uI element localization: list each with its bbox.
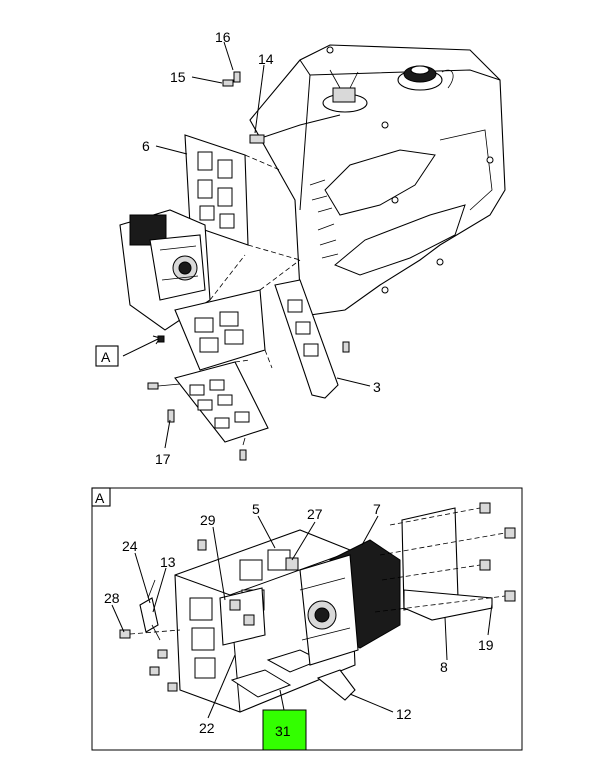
callout-22: 22: [199, 720, 215, 736]
filler-cap-icon: [397, 65, 454, 91]
callout-24: 24: [122, 538, 138, 554]
callout-31[interactable]: 31: [275, 723, 291, 739]
bolt-28-icon: [119, 629, 131, 639]
motor-7: [299, 539, 401, 666]
callout-17: 17: [155, 451, 171, 467]
detail-frame-label-box: [91, 487, 111, 507]
view-a-label: A: [101, 349, 111, 365]
callout-8: 8: [440, 659, 448, 675]
highlight-box-31[interactable]: [262, 709, 307, 751]
callout-28: 28: [104, 590, 120, 606]
callout-27: 27: [307, 506, 323, 522]
cover-plate-8: [401, 507, 493, 621]
mounting-plate-upper: [174, 289, 266, 371]
callout-3: 3: [373, 379, 381, 395]
bolts-lower: [147, 341, 350, 461]
callout-6: 6: [142, 138, 150, 154]
motor-assembly-upper: [119, 209, 211, 331]
housing-bolts: [309, 46, 494, 294]
lower-bracket-plate: [174, 361, 269, 443]
bolt-15-icon: [222, 79, 234, 87]
housing-cutout-upper: [324, 149, 436, 216]
part-27-icon: [285, 557, 299, 571]
switch-24-13: [139, 579, 161, 641]
clamp-12: [316, 669, 356, 701]
callout-5: 5: [252, 501, 260, 517]
detail-frame: [91, 487, 523, 751]
callout-15: 15: [170, 69, 186, 85]
bolt-16-icon: [233, 71, 241, 83]
upper-assembly: 16 15 14 6 3 17 A: [95, 29, 506, 467]
strap-3: [274, 279, 339, 399]
long-bolts-19: [374, 502, 516, 613]
callout-29: 29: [200, 512, 216, 528]
detail-view-a: A: [91, 487, 523, 751]
bolt-17-icon: [167, 409, 175, 423]
relay-bracket-29: [219, 587, 266, 646]
callout-16: 16: [215, 29, 231, 45]
callout-12: 12: [396, 706, 412, 722]
view-a-label-box: [95, 345, 119, 367]
housing-cutout-lower: [334, 204, 466, 276]
side-bolts: [149, 539, 207, 692]
sender-unit-icon: [322, 69, 368, 113]
detail-frame-label: A: [95, 490, 105, 506]
callout-14: 14: [258, 51, 274, 67]
callout-13: 13: [160, 554, 176, 570]
callout-19: 19: [478, 637, 494, 653]
callout-7: 7: [373, 501, 381, 517]
